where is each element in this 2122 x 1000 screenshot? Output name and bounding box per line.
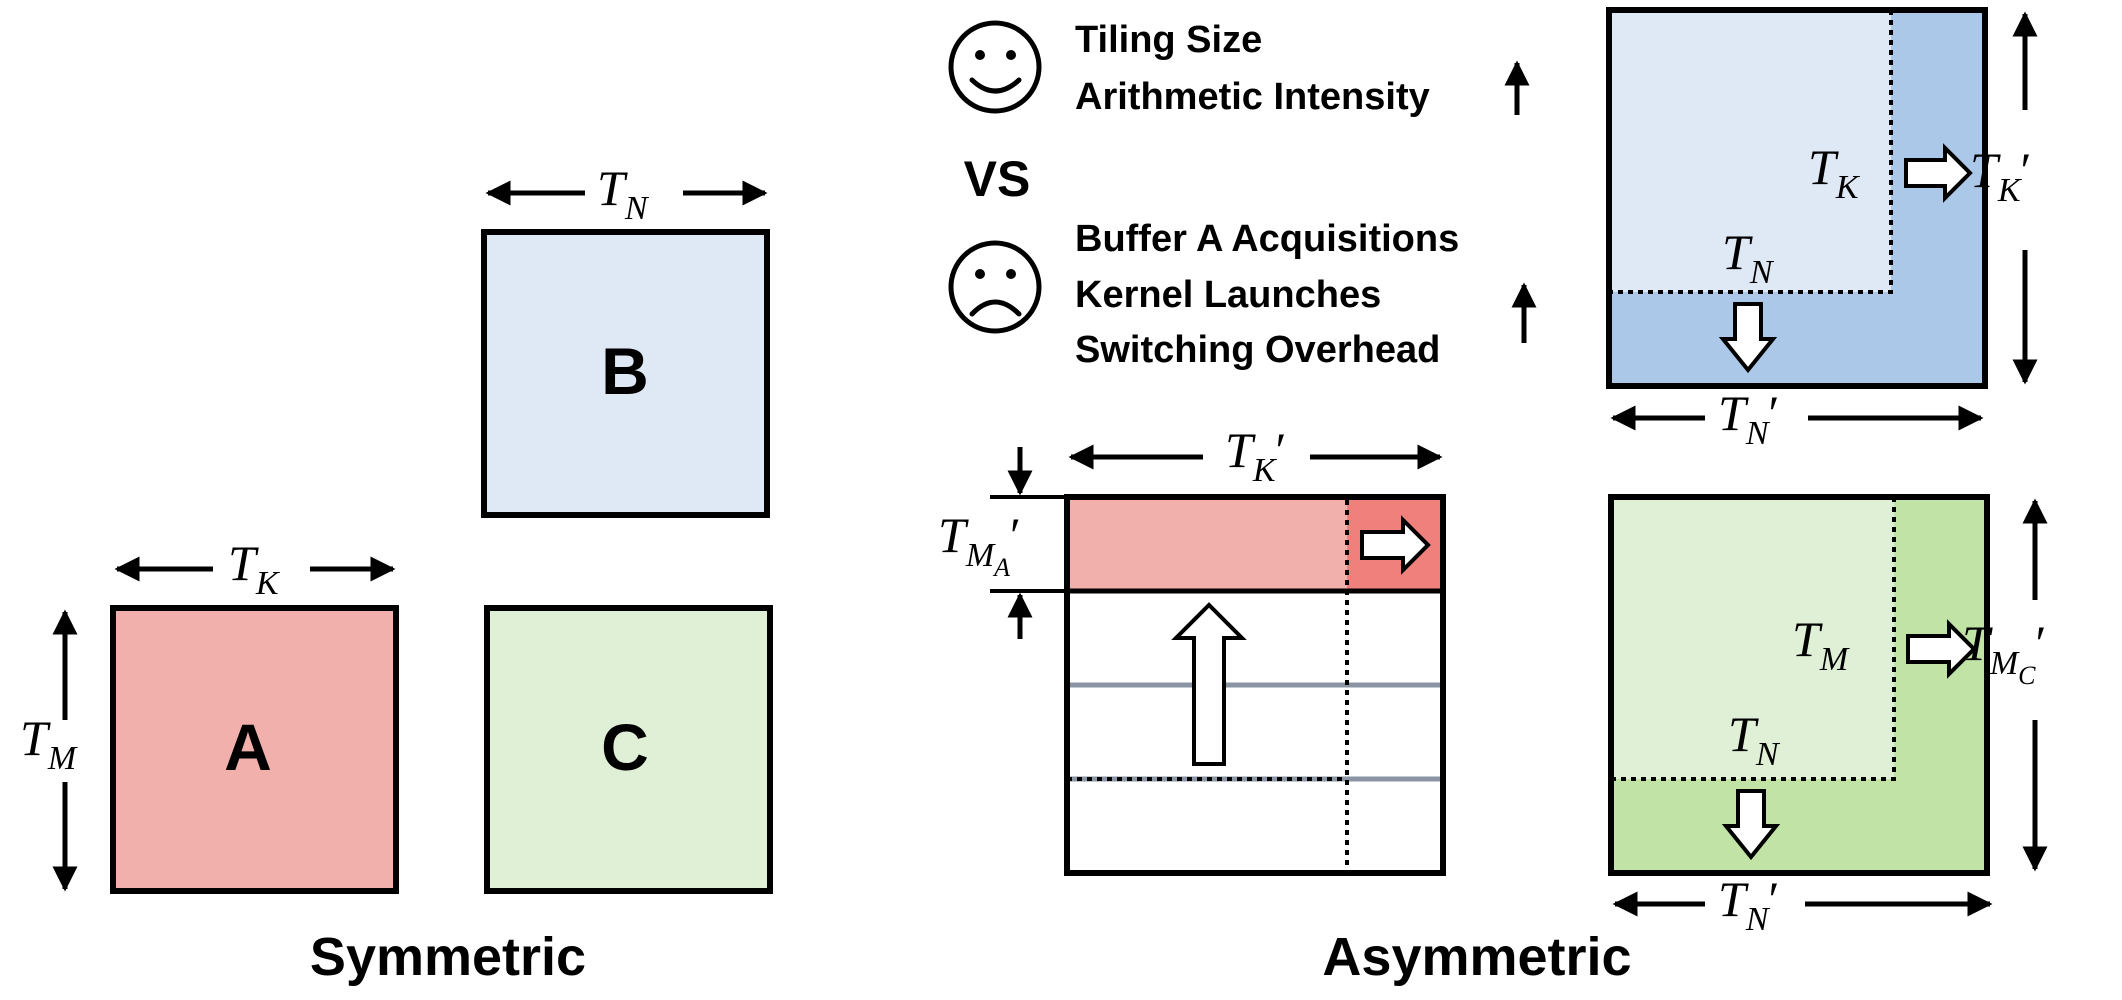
matrix-b-label: B <box>601 334 649 408</box>
b-tile-core <box>1609 10 1891 292</box>
asymmetric-caption: Asymmetric <box>1322 927 1631 987</box>
symmetric-caption: Symmetric <box>310 927 586 987</box>
right-block-arrow-icon <box>1906 619 1977 679</box>
tn-dim-label: TN <box>597 160 650 227</box>
smiley-face-icon <box>948 20 1042 114</box>
asymmetric-c-tile: TM TN TMC′ TN′ <box>1608 494 2048 938</box>
con-item-kernel-launches: Kernel Launches <box>1075 274 1381 316</box>
vs-label: VS <box>964 151 1031 207</box>
tradeoff-legend: Tiling Size Arithmetic Intensity VS Buff… <box>948 19 1537 371</box>
b-tile-frame <box>1606 7 1988 389</box>
c-tm-label: TM <box>1792 611 1850 678</box>
a-tile-frame <box>1064 494 1446 876</box>
b-tk-prime-label: TK′ <box>1970 142 2031 209</box>
b-tk-label: TK <box>1808 139 1861 206</box>
tm-dim-label: TM <box>20 710 78 777</box>
matrix-c-label: C <box>601 710 649 784</box>
tma-prime-label: TMA′ <box>938 507 1021 582</box>
c-tn-label: TN <box>1728 706 1781 773</box>
matrix-a-label: A <box>224 710 272 784</box>
c-tile-core <box>1611 497 1894 779</box>
down-block-arrow-icon <box>1721 789 1781 861</box>
matrix-c-tile <box>484 605 773 894</box>
a-tile-row <box>1067 497 1347 591</box>
dotted-boundary <box>1611 497 1896 781</box>
c-tile-frame <box>1608 494 1990 876</box>
dotted-boundary <box>1609 10 1893 294</box>
right-block-arrow-icon <box>1904 143 1973 203</box>
con-item-switching-overhead: Switching Overhead <box>1075 329 1440 371</box>
symmetric-panel: B TN A TK TM C Symmetric <box>20 160 773 987</box>
con-item-buffer-a: Buffer A Acquisitions <box>1075 218 1459 260</box>
pro-item-tiling-size: Tiling Size <box>1075 19 1262 61</box>
asymmetric-a-tile: TK′ TMA′ Asymmetric <box>938 422 1632 987</box>
c-tn-prime-label: TN′ <box>1718 871 1779 938</box>
b-tn-label: TN <box>1722 224 1775 291</box>
tk-prime-label: TK′ <box>1225 422 1286 489</box>
up-block-arrow-icon <box>1171 602 1247 766</box>
right-block-arrow-icon <box>1360 515 1431 575</box>
down-block-arrow-icon <box>1718 302 1778 374</box>
frowning-face-icon <box>948 240 1042 334</box>
matrix-a-tile <box>110 605 399 894</box>
c-tmc-prime-label: TMC′ <box>1962 615 2046 690</box>
tk-dim-label: TK <box>228 535 281 602</box>
b-tn-prime-label: TN′ <box>1718 385 1779 452</box>
asymmetric-b-tile: TK TN TK′ TN′ <box>1606 7 2038 452</box>
matrix-b-tile <box>481 229 770 518</box>
pro-item-arithmetic-intensity: Arithmetic Intensity <box>1075 76 1430 118</box>
